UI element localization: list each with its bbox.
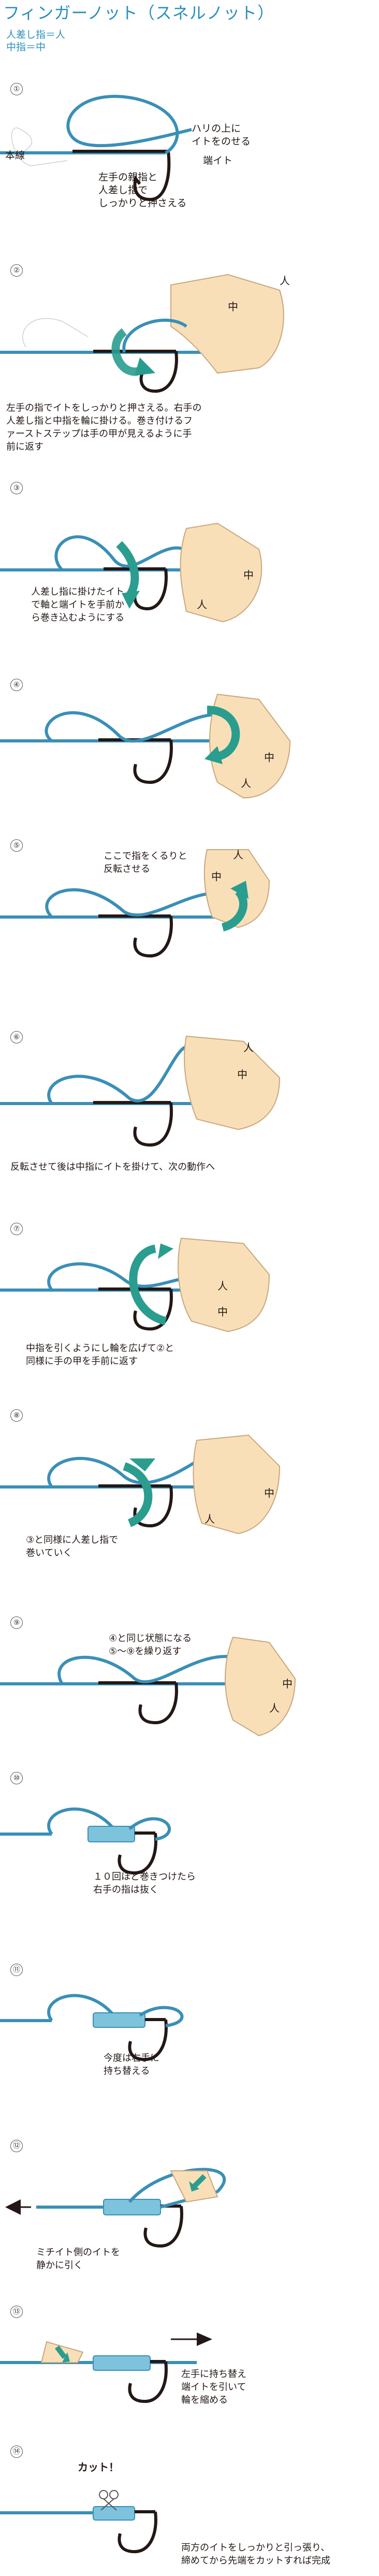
scissors-icon bbox=[99, 2490, 108, 2499]
label-middle-finger: 中 bbox=[264, 751, 274, 764]
label-tag-end: 端イト bbox=[203, 155, 233, 166]
legend-index-finger: 人差し指＝人 bbox=[6, 29, 66, 40]
instruction: 左手の親指と 人差し指で しっかりと押さえる bbox=[98, 171, 187, 209]
step-5-illustration bbox=[0, 849, 270, 958]
instruction: ④と同じ状態になる ⑤〜⑨を繰り返す bbox=[109, 1633, 192, 1657]
label-middle-finger: 中 bbox=[243, 569, 254, 581]
step-number: ⑤ bbox=[10, 839, 23, 852]
step-4: ④ 中 人 bbox=[0, 679, 379, 834]
step-10: ⑩ １０回ほど巻きつけたら 右手の指は抜く bbox=[0, 1772, 379, 1927]
instruction: ③と同様に人差し指で 巻いていく bbox=[26, 1535, 119, 1558]
label-cut: カット！ bbox=[78, 2461, 119, 2473]
step-4-illustration bbox=[0, 693, 291, 799]
step-number: ① bbox=[10, 83, 23, 95]
label-index-finger: 人 bbox=[197, 598, 207, 611]
instruction: 今度は右手に 持ち替える bbox=[104, 2053, 159, 2077]
wrap-coils bbox=[88, 1826, 135, 1842]
label-middle-finger: 中 bbox=[282, 1678, 293, 1690]
label-index-finger: 人 bbox=[217, 1280, 228, 1292]
page-title: フィンガーノット（スネルノット） bbox=[3, 3, 275, 23]
label-index-finger: 人 bbox=[241, 777, 251, 790]
step-number: ⑫ bbox=[10, 2140, 23, 2152]
step-number: ⑥ bbox=[10, 1031, 23, 1043]
step-1: ① 本線 ハリの上に イトをのせる 端イト 左手の親指と 人差し指で しっかりと… bbox=[0, 78, 379, 233]
step-6-illustration bbox=[0, 1035, 281, 1147]
label-middle-finger: 中 bbox=[264, 1487, 274, 1499]
step-number: ⑦ bbox=[10, 1223, 23, 1235]
instruction: ミチイト側のイトを 静かに引く bbox=[36, 2247, 120, 2271]
step-9-illustration bbox=[0, 1636, 296, 1737]
step-1-illustration bbox=[0, 95, 192, 202]
step-14-illustration bbox=[0, 2490, 157, 2554]
instruction: 左手の指でイトをしっかりと押さえる。右手の 人差し指と中指を輪に掛ける。巻き付け… bbox=[6, 403, 202, 452]
step-3: ③ 中 人 人差し指に掛けたイト で軸と端イトを手前か ら巻き込むようにする bbox=[0, 482, 379, 668]
label-middle-finger: 中 bbox=[228, 300, 238, 313]
step-11-illustration bbox=[0, 1994, 184, 2062]
step-10-illustration bbox=[0, 1807, 171, 1875]
label-middle-finger: 中 bbox=[217, 1306, 228, 1318]
step-6: ⑥ 人 中 反転させて後は中指にイトを掛けて、次の動作へ bbox=[0, 1031, 379, 1197]
step-number: ② bbox=[10, 264, 23, 277]
step-number: ⑨ bbox=[10, 1616, 23, 1629]
step-number: ⑬ bbox=[10, 2306, 23, 2318]
left-pull-arrow bbox=[5, 2199, 21, 2215]
label-index-finger: 人 bbox=[243, 1041, 254, 1054]
step-number: ⑩ bbox=[10, 1772, 23, 1784]
legend-middle-finger: 中指＝中 bbox=[6, 41, 46, 53]
step-number: ⑪ bbox=[10, 1964, 23, 1976]
instruction: 反転させて後は中指にイトを掛けて、次の動作へ bbox=[10, 1162, 215, 1172]
label-middle-finger: 中 bbox=[237, 1068, 247, 1081]
step-14: ⑭ カット！ 両方のイトをしっかりと引っ張り、 締めてから先端をカットすれば完成 bbox=[0, 2445, 379, 2576]
hook-bend bbox=[133, 151, 171, 202]
label-middle-finger: 中 bbox=[211, 870, 222, 883]
step-13-illustration bbox=[0, 2332, 212, 2403]
step-5: ⑤ 人 中 ここで指をくるりと 反転させる bbox=[0, 839, 379, 1005]
left-hand-outline bbox=[11, 127, 68, 166]
instruction: 人差し指に掛けたイト で軸と端イトを手前か ら巻き込むようにする bbox=[31, 586, 125, 623]
step-13: ⑬ 左手に持ち替え 端イトを引いて 輪を縮める bbox=[0, 2306, 379, 2435]
step-number: ③ bbox=[10, 482, 23, 494]
instruction: １０回ほど巻きつけたら 右手の指は抜く bbox=[93, 1871, 196, 1895]
instruction: 左手に持ち替え 端イトを引いて 輪を縮める bbox=[181, 2369, 246, 2406]
step-12: ⑫ ミチイト側のイトを 静かに引く bbox=[0, 2140, 379, 2295]
step-number: ④ bbox=[10, 679, 23, 691]
label-index-finger: 人 bbox=[280, 275, 290, 287]
step-12-illustration bbox=[5, 2168, 226, 2248]
instruction: 中指を引くようにし輪を広げて②と 同様に手の甲を手前に返す bbox=[26, 1343, 174, 1367]
step-3-illustration bbox=[0, 522, 263, 623]
label-index-finger: 人 bbox=[233, 849, 243, 861]
step-number: ⑧ bbox=[10, 1409, 23, 1422]
instruction: ここで指をくるりと 反転させる bbox=[104, 851, 187, 875]
instruction: 両方のイトをしっかりと引っ張り、 締めてから先端をカットすれば完成 bbox=[181, 2542, 330, 2566]
step-9: ⑨ 中 人 ④と同じ状態になる ⑤〜⑨を繰り返す bbox=[0, 1616, 379, 1772]
step-7: ⑦ 人 中 中指を引くようにし輪を広げて②と 同様に手の甲を手前に返す bbox=[0, 1223, 379, 1399]
label-hook: ハリの上に イトをのせる bbox=[192, 123, 251, 147]
step-number: ⑭ bbox=[10, 2445, 23, 2458]
step-11: ⑪ 今度は右手に 持ち替える bbox=[0, 1964, 379, 2109]
step-7-illustration bbox=[0, 1237, 270, 1333]
label-index-finger: 人 bbox=[269, 1702, 280, 1714]
label-main-line: 本線 bbox=[5, 150, 25, 161]
tag-loop bbox=[66, 95, 192, 154]
right-hand bbox=[170, 274, 284, 374]
step-2: ② 人 中 左手の指でイトをしっかりと押さえる。右手の 人差し指と中指を輪に掛け… bbox=[0, 264, 379, 461]
step-8-illustration bbox=[0, 1434, 281, 1535]
label-index-finger: 人 bbox=[205, 1513, 215, 1525]
right-pull-arrow bbox=[197, 2332, 212, 2346]
step-2-illustration bbox=[0, 274, 284, 393]
step-8: ⑧ 中 人 ③と同様に人差し指で 巻いていく bbox=[0, 1409, 379, 1585]
